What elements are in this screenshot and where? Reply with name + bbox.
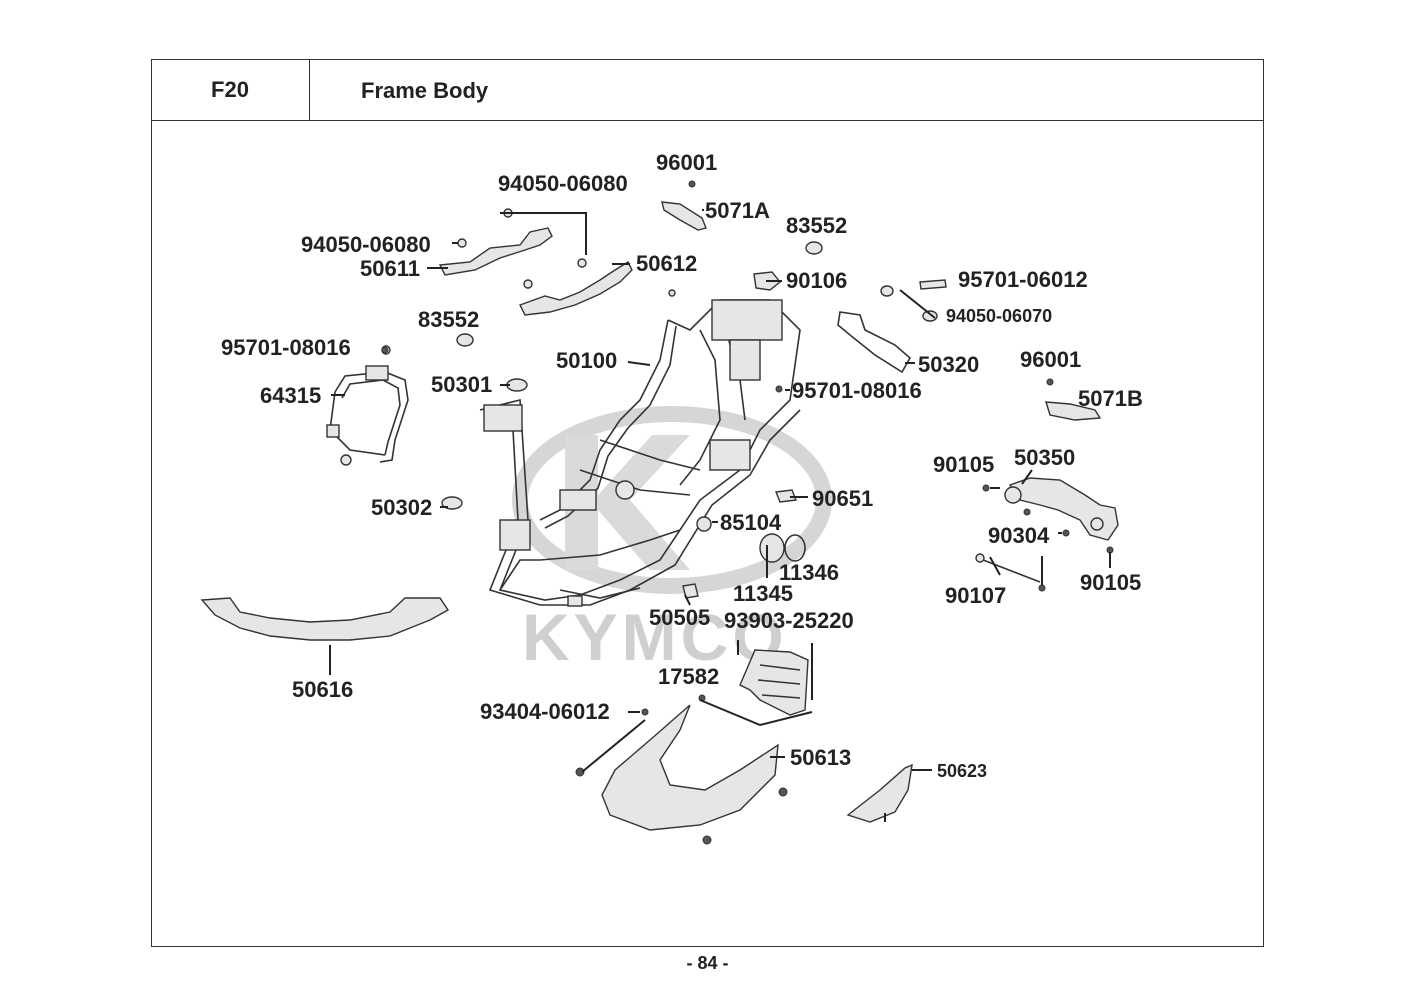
part-label-93404-06012: 93404-06012 xyxy=(480,699,610,724)
part-label-64315: 64315 xyxy=(260,383,321,408)
section-code: F20 xyxy=(151,59,310,121)
part-label-94050-06070: 94050-06070 xyxy=(946,306,1052,326)
engine-hanger-drawing xyxy=(975,477,1119,592)
rear-carrier-drawing xyxy=(326,345,409,466)
floor-cover-drawing xyxy=(575,694,788,845)
part-label-50612: 50612 xyxy=(636,251,697,276)
part-label-83552-top: 83552 xyxy=(786,213,847,238)
part-label-83552-mid: 83552 xyxy=(418,307,479,332)
part-label-95701-08016-mid: 95701-08016 xyxy=(792,378,922,403)
side-trim-drawing xyxy=(846,763,913,823)
part-label-94050-06080-left: 94050-06080 xyxy=(301,232,431,257)
part-label-11345: 11345 xyxy=(733,581,793,606)
part-label-17582: 17582 xyxy=(658,664,719,689)
part-label-11346: 11346 xyxy=(779,560,839,585)
part-label-50301: 50301 xyxy=(431,372,492,397)
side-bracket-drawing xyxy=(837,279,947,374)
part-label-90105-a: 90105 xyxy=(933,452,994,477)
main-frame-drawing xyxy=(479,299,801,607)
part-label-95701-06012: 95701-06012 xyxy=(958,267,1088,292)
part-label-5071a: 5071A xyxy=(705,198,770,223)
part-label-96001-top: 96001 xyxy=(656,150,717,175)
part-label-50302: 50302 xyxy=(371,495,432,520)
part-label-90105-b: 90105 xyxy=(1080,570,1141,595)
part-label-50623: 50623 xyxy=(937,761,987,781)
part-label-96001-right: 96001 xyxy=(1020,347,1081,372)
part-label-85104: 85104 xyxy=(720,510,782,535)
section-title: Frame Body xyxy=(361,78,489,103)
page-number: - 84 - xyxy=(686,953,729,973)
part-label-5071b: 5071B xyxy=(1078,386,1143,411)
part-label-50613: 50613 xyxy=(790,745,851,770)
part-label-95701-08016-left: 95701-08016 xyxy=(221,335,351,360)
part-label-50616: 50616 xyxy=(292,677,353,702)
watermark-text: KYMCO xyxy=(522,600,788,674)
part-label-90107: 90107 xyxy=(945,583,1006,608)
part-label-50100: 50100 xyxy=(556,348,617,373)
floor-plate-drawing xyxy=(200,597,450,641)
diagram-border xyxy=(151,59,1264,947)
part-label-90651: 90651 xyxy=(812,486,873,511)
heat-shield-drawing xyxy=(739,649,809,716)
part-label-93903-25220: 93903-25220 xyxy=(724,608,854,633)
cable-clamp-drawing xyxy=(682,489,806,599)
part-label-50505: 50505 xyxy=(649,605,710,630)
floor-bracket-drawing xyxy=(438,208,676,316)
header-divider xyxy=(310,120,1263,121)
part-label-90304: 90304 xyxy=(988,523,1050,548)
step-bracket-b-drawing xyxy=(1045,378,1102,421)
part-label-50350: 50350 xyxy=(1014,445,1075,470)
part-label-90106: 90106 xyxy=(786,268,847,293)
leader-lines xyxy=(329,209,1111,822)
small-hardware-drawing xyxy=(381,180,823,510)
part-label-50611: 50611 xyxy=(360,256,420,281)
part-label-94050-06080-top: 94050-06080 xyxy=(498,171,628,196)
part-label-50320: 50320 xyxy=(918,352,979,377)
